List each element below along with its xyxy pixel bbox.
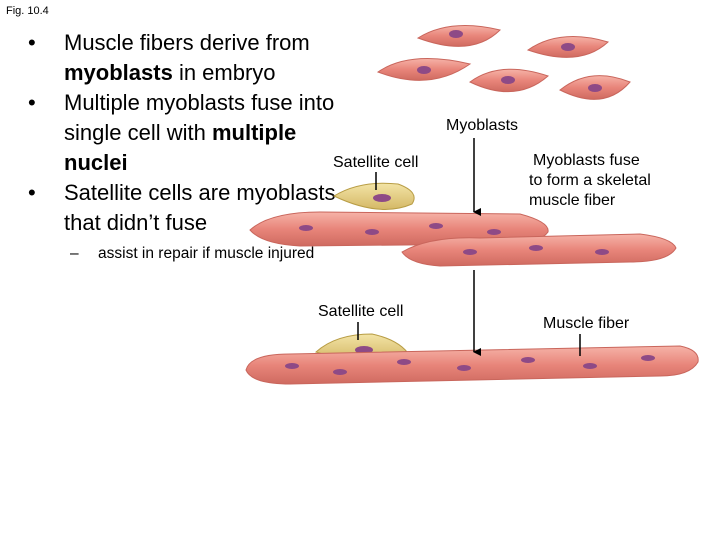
bullet-1-text: Muscle fibers derive from bbox=[64, 30, 310, 55]
mature-muscle-fiber bbox=[245, 345, 699, 385]
fusing-muscle-fiber-lower bbox=[401, 233, 677, 267]
bullet-item-3: • Satellite cells are myoblasts that did… bbox=[28, 178, 358, 238]
label-muscle-fiber: Muscle fiber bbox=[543, 315, 630, 332]
nucleus bbox=[365, 229, 379, 235]
dash-glyph: – bbox=[70, 245, 79, 262]
label-myoblasts: Myoblasts bbox=[446, 117, 519, 134]
nucleus bbox=[595, 249, 609, 255]
bullet-item-2: • Multiple myoblasts fuse into single ce… bbox=[28, 88, 358, 178]
myoblast-cell bbox=[469, 68, 549, 93]
figure-label: Fig. 10.4 bbox=[6, 5, 49, 17]
bullet-list: • Muscle fibers derive from myoblasts in… bbox=[28, 28, 358, 263]
bullet-1-tail: in embryo bbox=[172, 60, 276, 85]
label-myoblasts-fuse: Myoblasts fuse to form a skeletal muscle… bbox=[529, 151, 651, 211]
nucleus bbox=[487, 229, 501, 235]
bullet-2-text: Multiple myoblasts fuse into single cell… bbox=[64, 90, 335, 145]
label-fuse-line-2: to form a skeletal bbox=[529, 172, 651, 189]
label-satellite-cell-top: Satellite cell bbox=[333, 154, 419, 171]
myoblast-cell bbox=[559, 75, 631, 100]
myoblast-cell bbox=[376, 58, 472, 81]
nucleus bbox=[417, 66, 431, 74]
bullet-glyph: • bbox=[28, 180, 36, 205]
nucleus bbox=[333, 369, 347, 375]
nucleus bbox=[449, 30, 463, 38]
sub-bullet-text: assist in repair if muscle injured bbox=[98, 245, 315, 262]
nucleus bbox=[588, 84, 602, 92]
bullet-3-text: Satellite cells are myoblasts that didn’… bbox=[64, 180, 336, 235]
nucleus bbox=[285, 363, 299, 369]
nucleus bbox=[463, 249, 477, 255]
nucleus bbox=[429, 223, 443, 229]
bullet-glyph: • bbox=[28, 30, 36, 55]
nucleus bbox=[397, 359, 411, 365]
myoblast-cluster bbox=[376, 25, 631, 100]
nucleus bbox=[561, 43, 575, 51]
bullet-item-1: • Muscle fibers derive from myoblasts in… bbox=[28, 28, 358, 88]
nucleus bbox=[373, 194, 391, 202]
bullet-1-bold: myoblasts bbox=[64, 60, 173, 85]
label-satellite-cell-bottom: Satellite cell bbox=[318, 303, 404, 320]
nucleus bbox=[501, 76, 515, 84]
nucleus bbox=[299, 225, 313, 231]
satellite-cell-top bbox=[332, 182, 415, 210]
label-fuse-line-1: Myoblasts fuse bbox=[533, 152, 640, 169]
bullet-2-bold: multiple nuclei bbox=[64, 120, 297, 175]
nucleus bbox=[521, 357, 535, 363]
nucleus bbox=[457, 365, 471, 371]
bullet-glyph: • bbox=[28, 90, 36, 115]
label-fuse-line-3: muscle fiber bbox=[529, 192, 616, 209]
nucleus bbox=[583, 363, 597, 369]
myoblast-cell bbox=[416, 25, 501, 47]
nucleus bbox=[641, 355, 655, 361]
nucleus bbox=[529, 245, 543, 251]
myoblast-cell bbox=[526, 36, 609, 58]
sub-bullet-item: – assist in repair if muscle injured bbox=[28, 244, 358, 263]
